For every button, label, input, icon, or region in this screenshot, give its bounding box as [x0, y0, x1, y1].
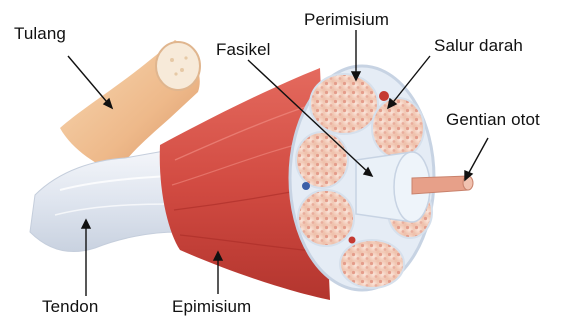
blood-vessel: [349, 237, 356, 244]
blood-vessel: [379, 91, 389, 101]
leader-gentian-otot: [466, 138, 488, 178]
label-fasikel: Fasikel: [216, 40, 271, 60]
label-perimisium: Perimisium: [304, 10, 389, 30]
label-epimisium: Epimisium: [172, 297, 251, 317]
tendon-shape: [30, 150, 178, 251]
fascicle: [298, 190, 354, 246]
cross-section: [290, 66, 473, 290]
label-salur-darah: Salur darah: [434, 36, 523, 56]
fascicle: [310, 74, 378, 134]
fascicle: [372, 98, 424, 158]
leader-tulang: [68, 56, 112, 108]
fascicle: [296, 132, 348, 188]
label-gentian-otot: Gentian otot: [446, 110, 540, 130]
label-tendon: Tendon: [42, 297, 98, 317]
label-tulang: Tulang: [14, 24, 66, 44]
blood-vessel: [302, 182, 310, 190]
protruding-fascicle: [356, 152, 473, 222]
fascicle: [340, 240, 404, 288]
